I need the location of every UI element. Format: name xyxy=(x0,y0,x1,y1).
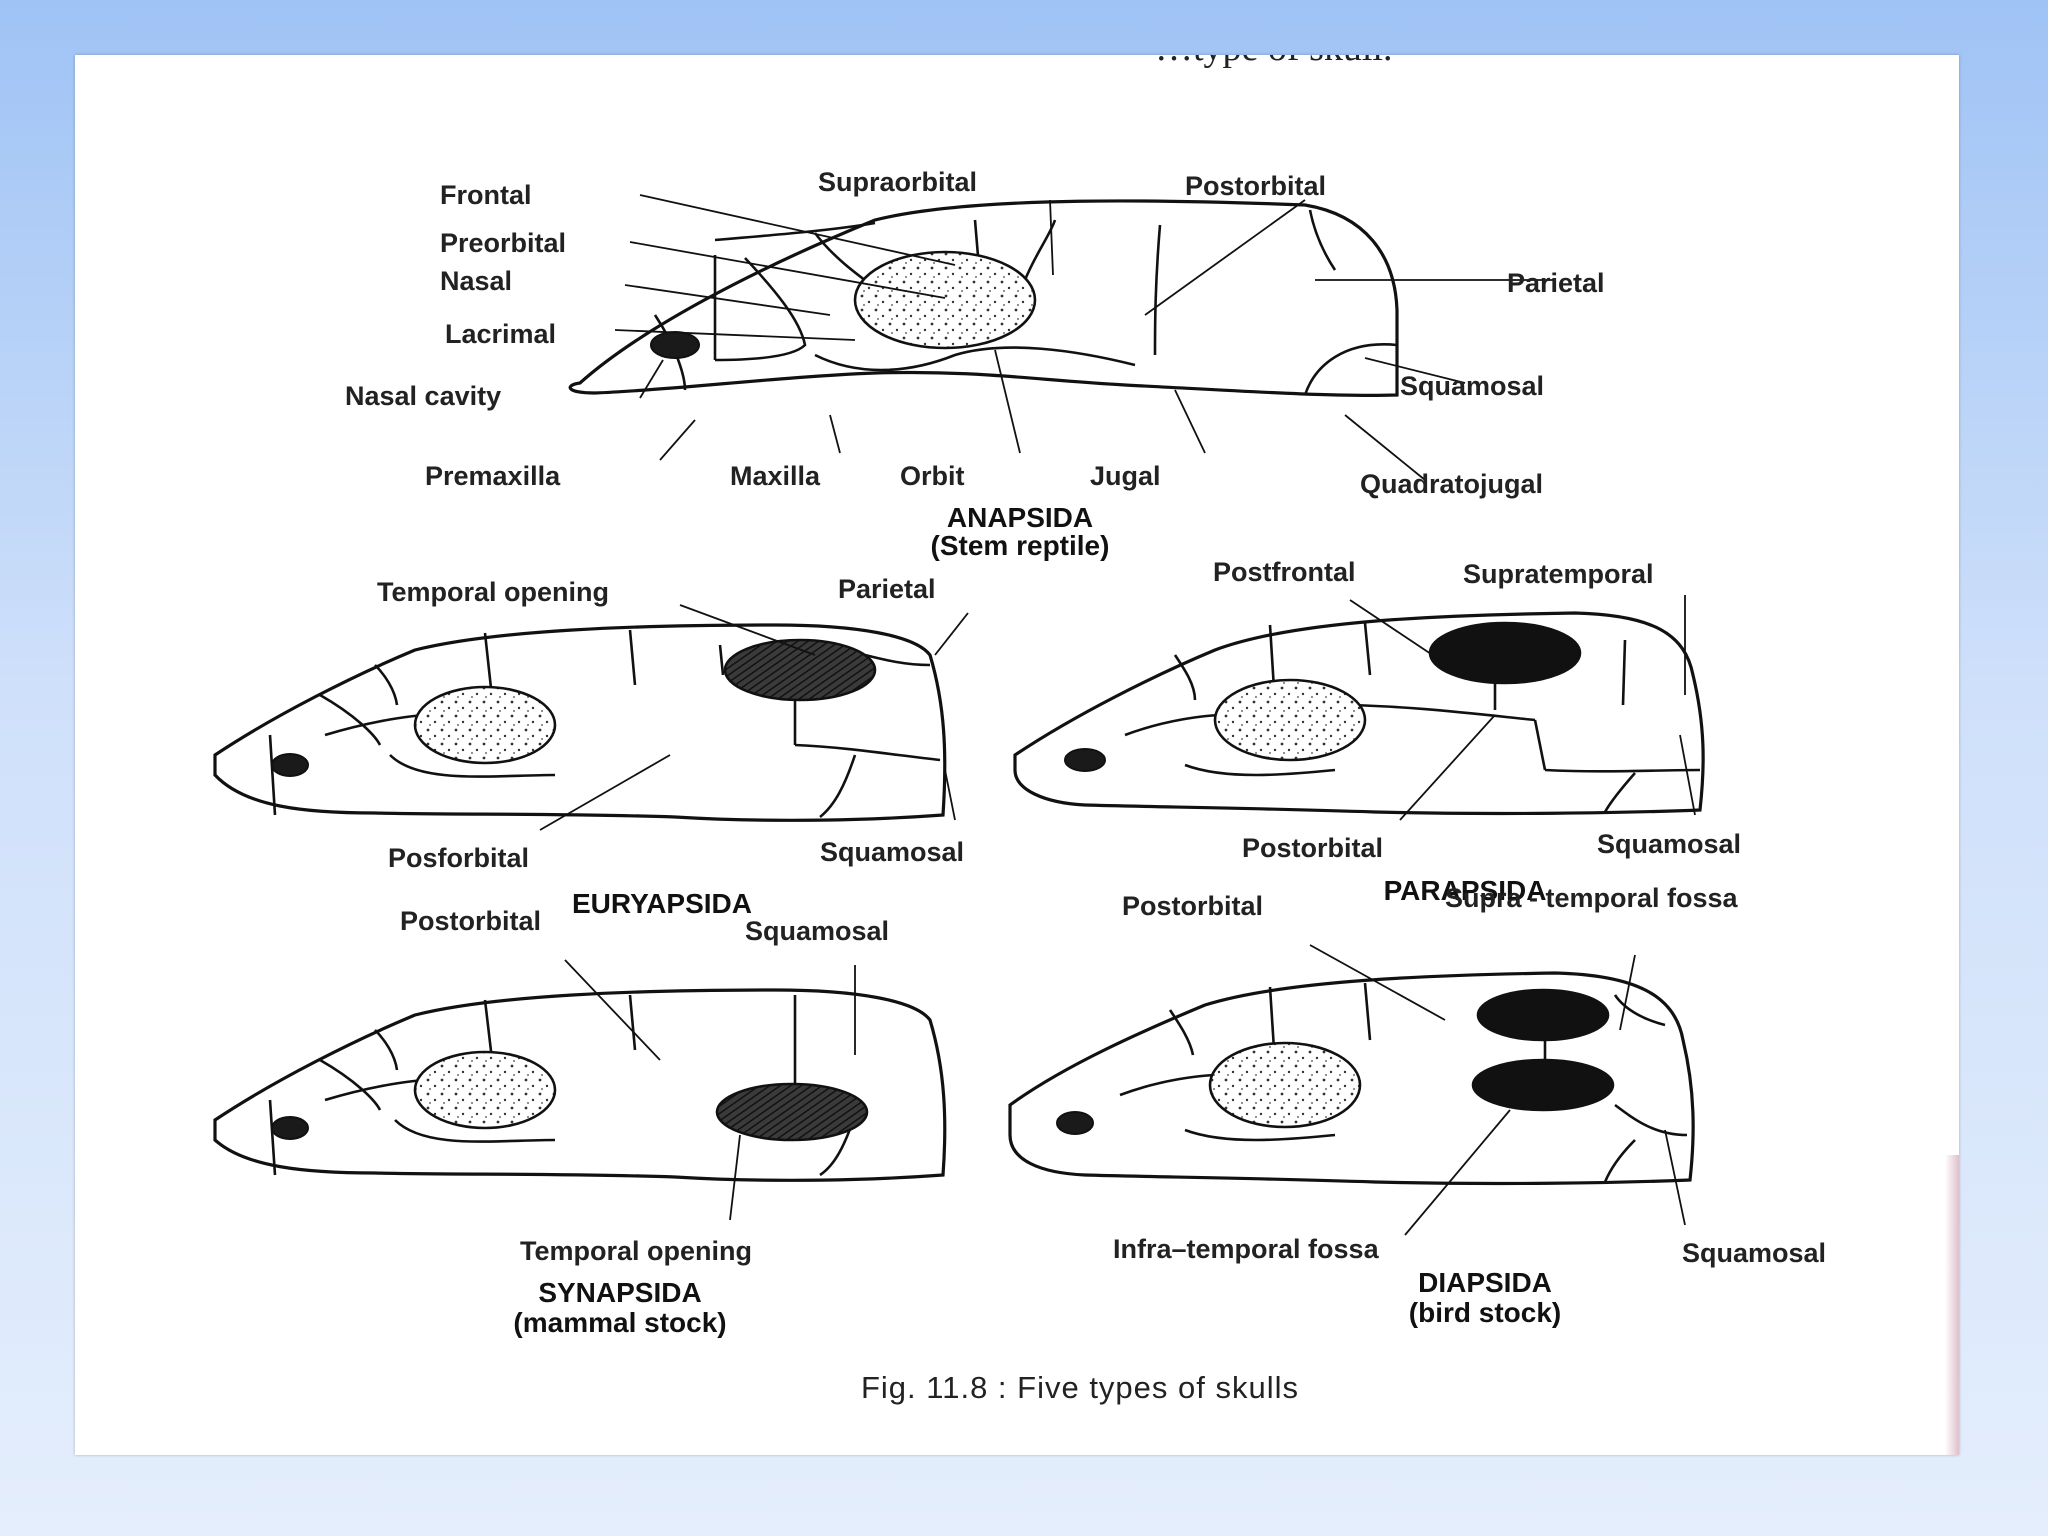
synapsida-skull: Postorbital Squamosal Temporal opening S… xyxy=(213,906,947,1338)
anapsida-label-orbit: Orbit xyxy=(900,461,965,491)
diapsida-skull: Postorbital Supra - temporal fossa Infra… xyxy=(1008,883,1826,1328)
anapsida-label-postorbital: Postorbital xyxy=(1185,171,1326,201)
synapsida-orbit xyxy=(413,1050,557,1130)
synapsida-subtitle: (mammal stock) xyxy=(513,1307,726,1338)
diapsida-label-infra-temporal-fossa: Infra–temporal fossa xyxy=(1113,1234,1380,1264)
anapsida-title: ANAPSIDA xyxy=(947,502,1093,533)
figure-page: …type of skull. xyxy=(75,55,1959,1455)
anapsida-skull: Frontal Preorbital Nasal Lacrimal Nasal … xyxy=(345,167,1605,561)
skull-types-diagram: …type of skull. xyxy=(213,55,1826,1405)
parapsida-supratemporal-opening xyxy=(1428,621,1582,685)
euryapsida-orbit xyxy=(413,685,557,765)
parapsida-label-postorbital: Postorbital xyxy=(1242,833,1383,863)
diapsida-naris xyxy=(1056,1111,1094,1135)
anapsida-orbit xyxy=(853,250,1037,350)
anapsida-label-supraorbital: Supraorbital xyxy=(818,167,977,197)
anapsida-label-parietal: Parietal xyxy=(1507,268,1605,298)
euryapsida-label-squamosal: Squamosal xyxy=(820,837,964,867)
parapsida-naris xyxy=(1064,748,1106,772)
euryapsida-label-temporal-opening: Temporal opening xyxy=(377,577,609,607)
anapsida-label-squamosal: Squamosal xyxy=(1400,371,1544,401)
anapsida-label-maxilla: Maxilla xyxy=(730,461,821,491)
diapsida-infra-temporal-fossa xyxy=(1471,1058,1615,1112)
anapsida-label-premaxilla: Premaxilla xyxy=(425,461,561,491)
page-edge-shadow xyxy=(1945,1155,1959,1455)
anapsida-subtitle: (Stem reptile) xyxy=(931,530,1110,561)
synapsida-naris xyxy=(271,1116,309,1140)
diapsida-label-postorbital: Postorbital xyxy=(1122,891,1263,921)
parapsida-label-postfrontal: Postfrontal xyxy=(1213,557,1356,587)
euryapsida-label-posforbital: Posforbital xyxy=(388,843,529,873)
anapsida-label-quadratojugal: Quadratojugal xyxy=(1360,469,1543,499)
synapsida-label-squamosal: Squamosal xyxy=(745,916,889,946)
synapsida-skull-outline xyxy=(213,988,947,1182)
diapsida-label-supra-temporal-fossa: Supra - temporal fossa xyxy=(1445,883,1739,913)
euryapsida-label-parietal: Parietal xyxy=(838,574,936,604)
diapsida-subtitle: (bird stock) xyxy=(1409,1297,1561,1328)
anapsida-label-jugal: Jugal xyxy=(1090,461,1161,491)
synapsida-temporal-opening xyxy=(715,1082,869,1142)
diapsida-label-squamosal: Squamosal xyxy=(1682,1238,1826,1268)
parapsida-label-supratemporal: Supratemporal xyxy=(1463,559,1654,589)
parapsida-label-squamosal: Squamosal xyxy=(1597,829,1741,859)
euryapsida-title: EURYAPSIDA xyxy=(572,888,752,919)
euryapsida-temporal-opening xyxy=(723,638,877,702)
synapsida-title: SYNAPSIDA xyxy=(538,1277,701,1308)
anapsida-label-lacrimal: Lacrimal xyxy=(445,319,556,349)
parapsida-skull: Postfrontal Supratemporal Postorbital Sq… xyxy=(1013,557,1741,906)
parapsida-orbit xyxy=(1213,678,1367,762)
euryapsida-naris xyxy=(271,753,309,777)
anapsida-label-nasal: Nasal xyxy=(440,266,512,296)
header-partial-text: …type of skull. xyxy=(1155,55,1392,69)
anapsida-label-frontal: Frontal xyxy=(440,180,532,210)
parapsida-title: PARAPSIDA xyxy=(1384,875,1547,906)
euryapsida-skull: Temporal opening Parietal Posforbital Sq… xyxy=(213,574,969,919)
diapsida-supra-temporal-fossa xyxy=(1476,988,1610,1042)
anapsida-label-nasal-cavity: Nasal cavity xyxy=(345,381,501,411)
anapsida-nasal-cavity xyxy=(650,331,700,359)
figure-caption: Fig. 11.8 : Five types of skulls xyxy=(861,1370,1299,1405)
diapsida-title: DIAPSIDA xyxy=(1418,1267,1552,1298)
anapsida-label-preorbital: Preorbital xyxy=(440,228,566,258)
synapsida-label-temporal-opening: Temporal opening xyxy=(520,1236,752,1266)
diapsida-orbit xyxy=(1208,1041,1362,1129)
synapsida-label-postorbital: Postorbital xyxy=(400,906,541,936)
